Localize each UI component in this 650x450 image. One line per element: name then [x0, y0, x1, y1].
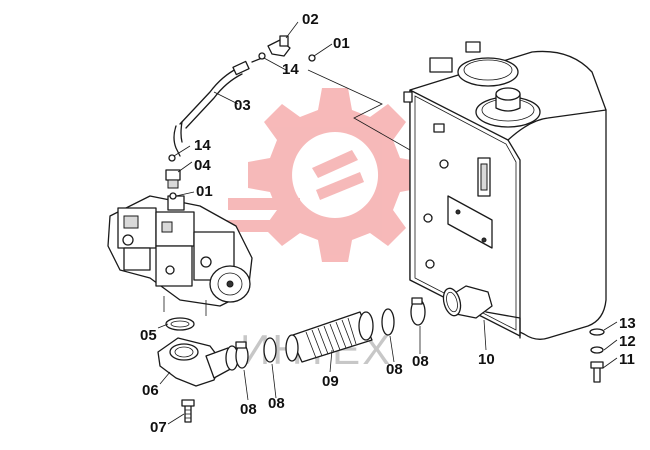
suction-flange-06	[157, 337, 239, 387]
callout-06: 06	[142, 382, 159, 399]
washer-12	[590, 346, 604, 354]
fitting-04	[165, 154, 181, 200]
watermark-gear-logo	[220, 88, 422, 262]
callout-12: 12	[619, 333, 636, 350]
callout-05: 05	[140, 327, 157, 344]
callout-01: 01	[196, 183, 213, 200]
hose-03	[173, 57, 263, 157]
hose-clamp-08a	[235, 341, 249, 369]
bolt-11	[590, 361, 604, 383]
callout-09: 09	[322, 373, 339, 390]
callout-08: 08	[268, 395, 285, 412]
hose-clamp-08b	[263, 337, 277, 363]
washer-13	[589, 328, 605, 336]
callout-07: 07	[150, 419, 167, 436]
callout-14: 14	[282, 61, 299, 78]
callout-03: 03	[234, 97, 251, 114]
callout-02: 02	[302, 11, 319, 28]
callout-08: 08	[412, 353, 429, 370]
elbow-fitting-02	[258, 35, 316, 62]
leader-lines	[157, 21, 618, 425]
hose-clamp-08c	[381, 308, 395, 336]
callout-01: 01	[333, 35, 350, 52]
callout-labels: 02 01 14 03 14 04 01 05 06 07 08 08 09 0…	[140, 11, 636, 436]
callout-10: 10	[478, 351, 495, 368]
callout-08: 08	[386, 361, 403, 378]
suction-hose-09	[285, 311, 374, 363]
hydraulic-pump-assembly	[107, 195, 253, 316]
callout-08: 08	[240, 401, 257, 418]
callout-14: 14	[194, 137, 211, 154]
callout-11: 11	[619, 351, 635, 368]
hose-clamp-08d	[410, 297, 426, 326]
callout-04: 04	[194, 157, 211, 174]
oring-05	[165, 317, 195, 331]
hydraulic-tank	[403, 41, 607, 340]
bolt-07	[181, 399, 195, 423]
callout-13: 13	[619, 315, 636, 332]
